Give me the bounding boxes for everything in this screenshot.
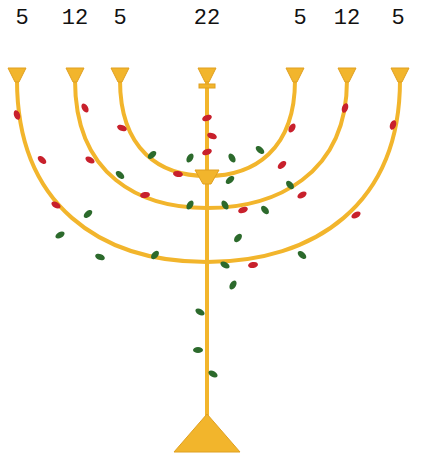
branch-number: 5 xyxy=(15,6,28,32)
green-leaf xyxy=(94,252,105,261)
red-leaf xyxy=(201,113,212,122)
branch-number: 5 xyxy=(113,6,126,32)
red-leaf xyxy=(36,154,48,165)
branch-number: 22 xyxy=(194,6,220,32)
red-leaf xyxy=(173,170,184,178)
red-leaf xyxy=(201,147,212,156)
red-leaf xyxy=(84,155,96,165)
branch-number: 5 xyxy=(391,6,404,32)
green-leaf xyxy=(149,249,160,261)
cup xyxy=(111,68,129,82)
green-leaf xyxy=(193,347,203,353)
green-leaf xyxy=(114,169,126,180)
green-leaf xyxy=(254,144,266,155)
cup xyxy=(338,68,356,82)
cup xyxy=(8,68,26,82)
green-leaf xyxy=(227,152,237,164)
red-leaf xyxy=(80,102,90,114)
middle-branch xyxy=(75,80,347,208)
red-leaf xyxy=(388,119,397,130)
green-leaf xyxy=(207,369,219,379)
central-stem xyxy=(205,82,209,420)
red-leaf xyxy=(350,210,362,220)
red-leaf xyxy=(50,200,62,210)
branch-number: 12 xyxy=(62,6,88,32)
label-row: 5 12 5 22 5 12 5 xyxy=(0,0,421,40)
cup xyxy=(66,68,84,82)
red-leaf xyxy=(340,102,349,113)
green-leaf xyxy=(194,307,206,317)
red-leaf xyxy=(140,191,151,199)
green-leaf xyxy=(224,174,236,185)
green-leaf xyxy=(232,232,243,244)
red-leaf xyxy=(237,205,248,214)
red-leaf xyxy=(287,122,297,134)
cup xyxy=(198,68,216,82)
red-leaf xyxy=(206,131,217,140)
green-leaf xyxy=(284,179,295,191)
stem-ornament xyxy=(199,84,215,88)
branch-number: 12 xyxy=(334,6,360,32)
green-leaf xyxy=(146,149,158,160)
red-leaf xyxy=(276,159,288,170)
green-leaf xyxy=(259,204,270,216)
base xyxy=(174,414,240,452)
red-leaf xyxy=(116,123,127,132)
cup xyxy=(286,68,304,82)
red-leaf xyxy=(248,261,259,269)
green-leaf xyxy=(228,279,238,291)
green-leaf xyxy=(185,152,195,164)
green-leaf xyxy=(219,260,231,270)
green-leaf xyxy=(220,199,230,211)
branch-joint xyxy=(195,170,219,184)
green-leaf xyxy=(82,208,94,219)
green-leaf xyxy=(296,249,308,260)
green-leaf xyxy=(54,230,66,240)
red-leaf xyxy=(296,190,308,200)
red-leaf xyxy=(12,109,21,120)
green-leaf xyxy=(185,199,195,211)
cup xyxy=(391,68,409,82)
branch-number: 5 xyxy=(293,6,306,32)
